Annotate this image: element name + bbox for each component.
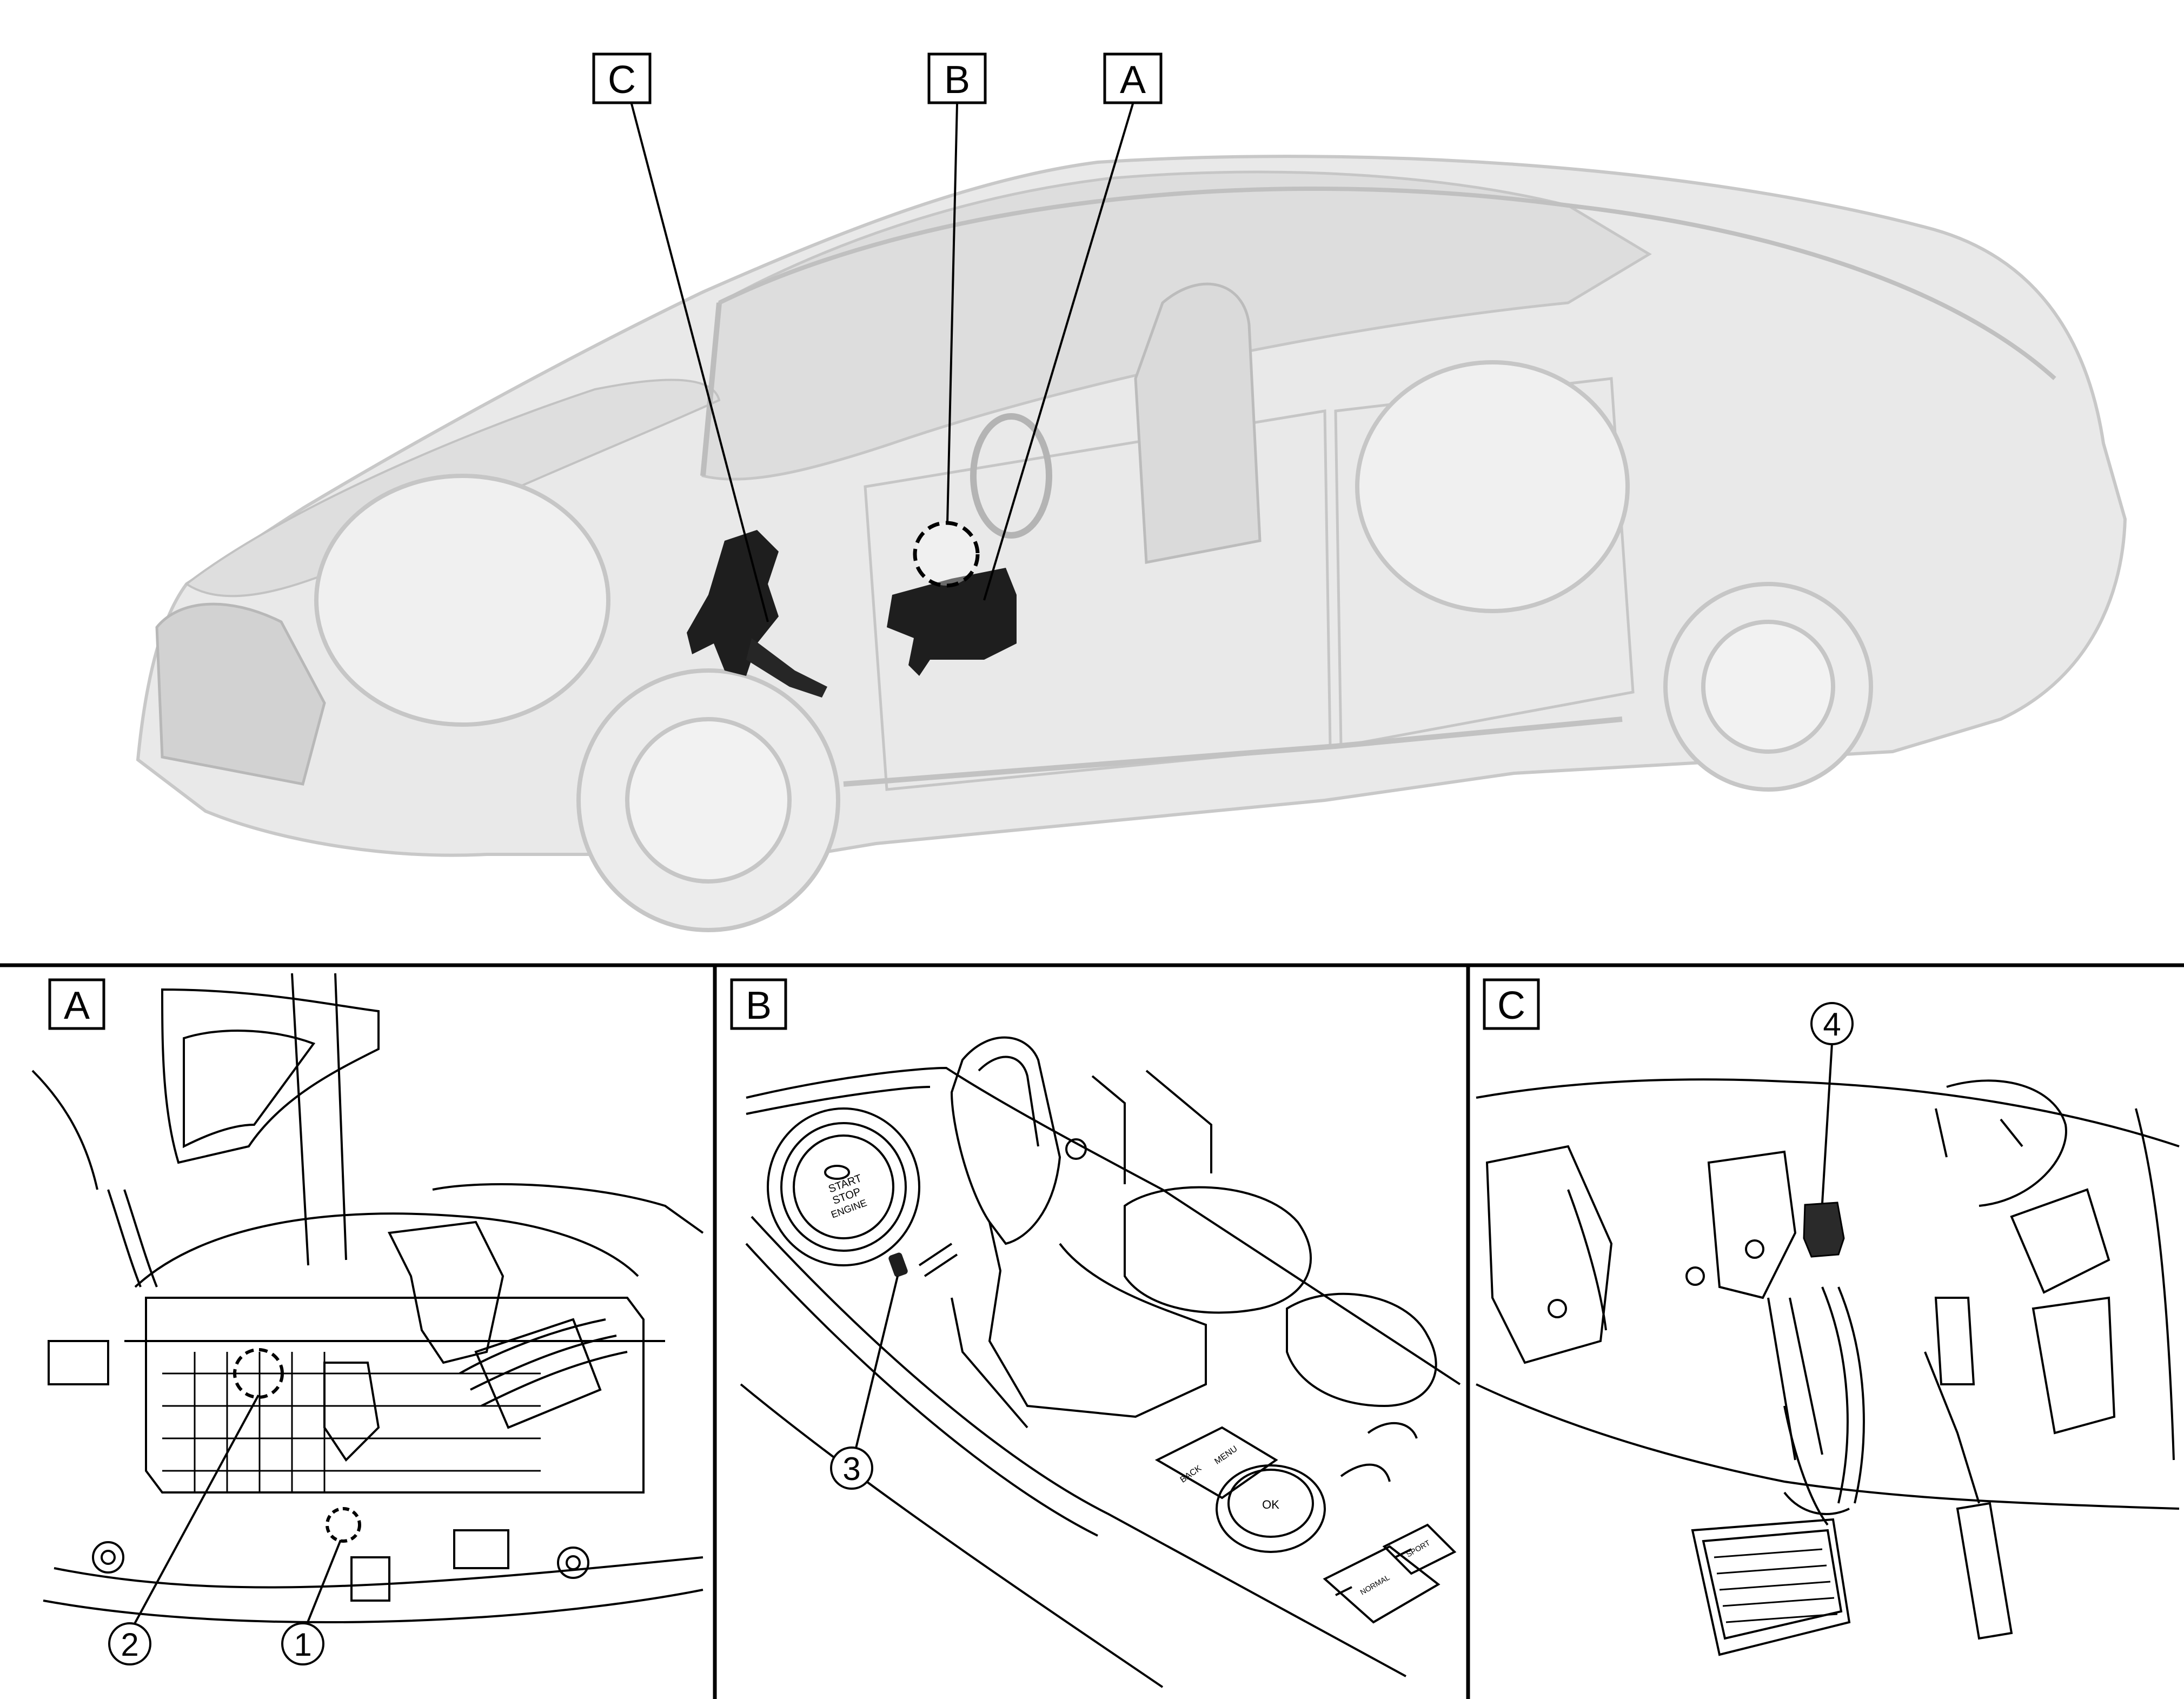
panel-a-part-1: 1 — [281, 1622, 324, 1665]
panel-b-component-3 — [888, 1252, 908, 1277]
callout-b-label: B — [944, 58, 970, 102]
panel-b-part-3-label: 3 — [842, 1451, 860, 1487]
vehicle-roofline — [718, 187, 2056, 380]
vehicle-front-grille — [155, 602, 326, 786]
vehicle-steering-wheel — [970, 413, 1052, 539]
callout-leaders — [630, 103, 1134, 622]
vehicle-overview — [136, 155, 2127, 932]
callout-c: C — [592, 52, 652, 104]
vehicle-rocker — [843, 716, 1623, 787]
callout-a-label: A — [1120, 58, 1146, 102]
panel-c-leader-4 — [1821, 1043, 1833, 1204]
detail-panel-a: 2 1 A — [31, 973, 704, 1665]
panel-a-part-1-label: 1 — [294, 1627, 311, 1663]
component-c-pedal-arm — [746, 638, 827, 698]
panel-b-label: B — [730, 978, 787, 1030]
component-a-assembly — [887, 568, 1017, 676]
panel-a-leader-1 — [304, 1539, 342, 1628]
panel-c-part-4-label: 4 — [1823, 1006, 1841, 1043]
callout-c-label: C — [608, 58, 636, 102]
panel-c-label: C — [1483, 978, 1540, 1030]
panel-dividers — [0, 963, 2184, 1699]
panel-a-location-1 — [326, 1507, 361, 1543]
panel-b-part-3: 3 — [830, 1446, 873, 1490]
panel-b-label-text: B — [746, 984, 772, 1027]
detail-panel-b: START STOP ENGINE BACK MENU OK NORMAL SP… — [730, 978, 1461, 1688]
panel-b-leader-3 — [854, 1276, 899, 1451]
panel-a-part-2-label: 2 — [121, 1627, 138, 1663]
knob-back-text: BACK — [1179, 1464, 1204, 1485]
detail-panel-c: 4 C — [1476, 978, 2180, 1656]
knob-menu-text: MENU — [1213, 1444, 1239, 1466]
vehicle-body — [136, 155, 2127, 857]
panel-a-part-2: 2 — [108, 1622, 151, 1665]
mode-sport-text: SPORT — [1405, 1538, 1432, 1559]
panel-a-location-2 — [233, 1348, 284, 1399]
vehicle-front-seat — [1134, 282, 1262, 564]
panel-c-label-text: C — [1497, 984, 1525, 1027]
panel-a-label-text: A — [64, 984, 90, 1027]
vehicle-a-pillar — [700, 302, 722, 476]
knob-ok-text: OK — [1262, 1498, 1279, 1511]
drive-mode-text: NORMAL SPORT — [1359, 1538, 1432, 1597]
location-b-marker — [913, 521, 980, 588]
mode-normal-text: NORMAL — [1359, 1573, 1391, 1597]
vehicle-wheels — [314, 360, 1873, 932]
callout-b: B — [927, 52, 987, 104]
panel-c-component-4 — [1803, 1202, 1845, 1258]
panel-c-part-4: 4 — [1810, 1002, 1854, 1045]
panel-a-leader-2 — [131, 1395, 260, 1628]
component-c-assembly — [687, 530, 779, 676]
callout-a: A — [1103, 52, 1163, 104]
panel-a-label: A — [48, 978, 105, 1030]
